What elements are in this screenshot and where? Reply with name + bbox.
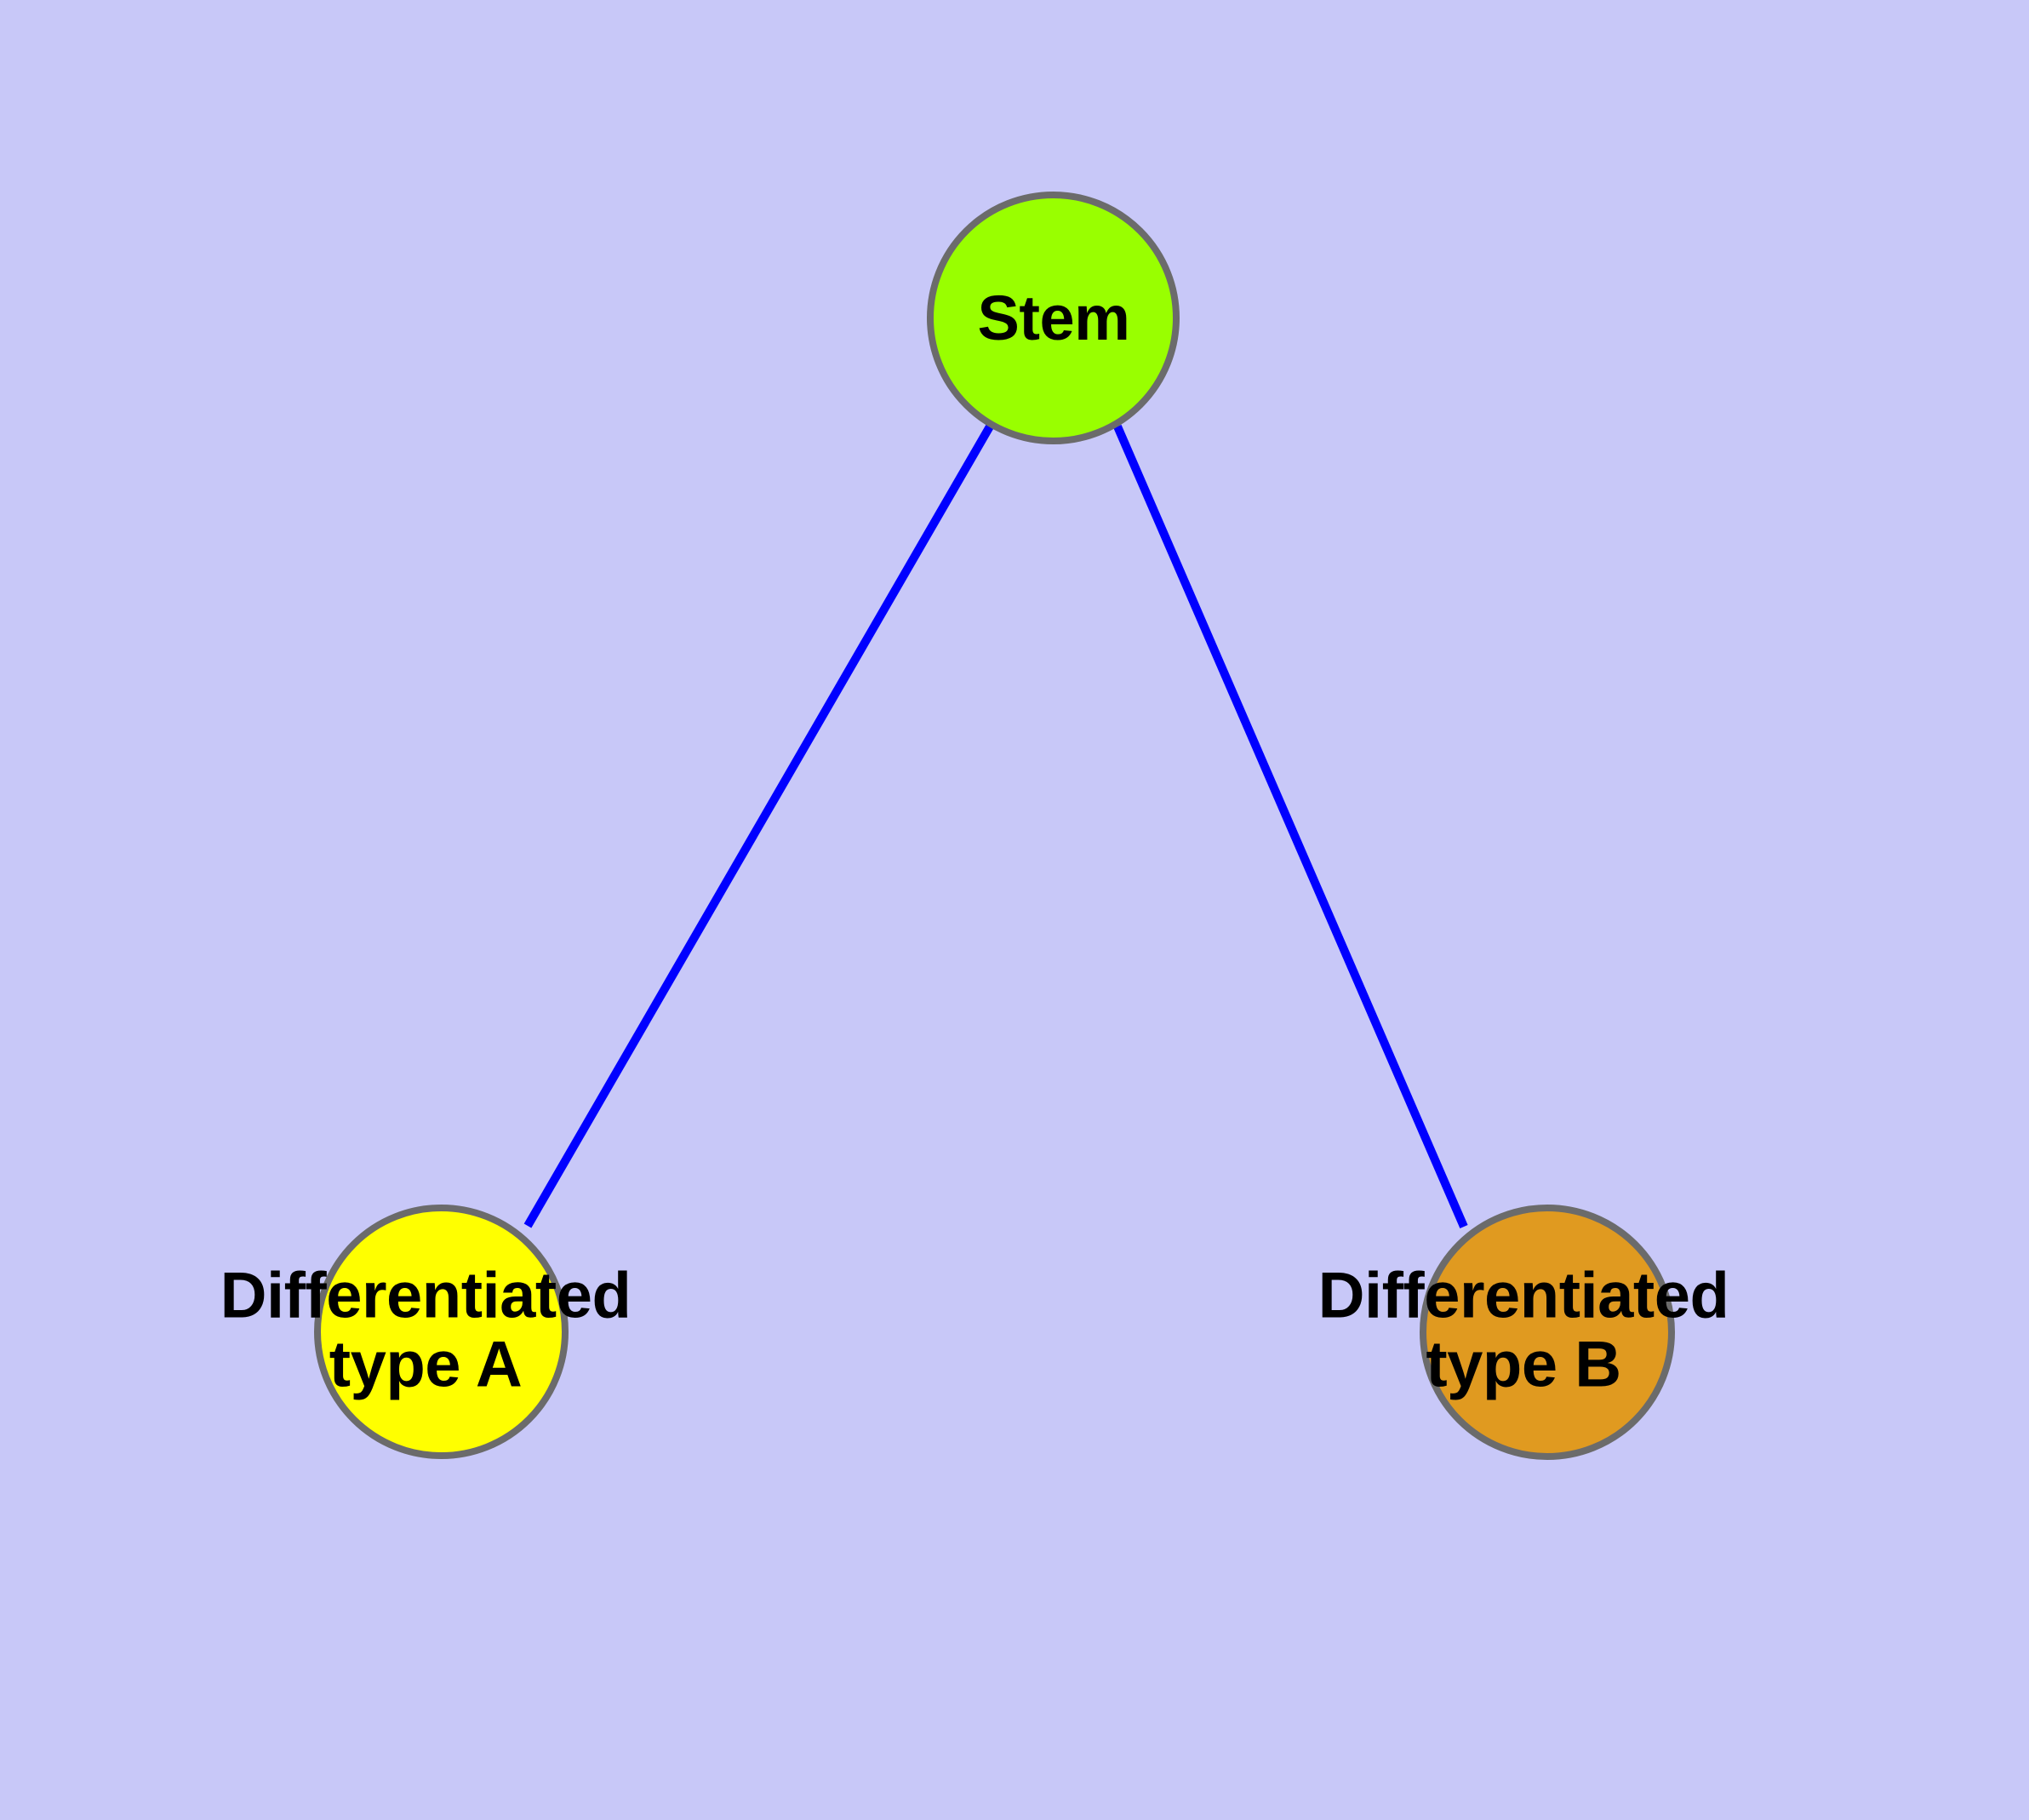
node-differentiated-type-a[interactable] xyxy=(314,1205,569,1459)
edge-stem-to-differentiated-type-a xyxy=(523,424,994,1228)
node-differentiated-type-b[interactable] xyxy=(1420,1205,1675,1460)
node-stem[interactable] xyxy=(927,192,1180,444)
edge-stem-to-differentiated-type-b xyxy=(1113,425,1468,1228)
